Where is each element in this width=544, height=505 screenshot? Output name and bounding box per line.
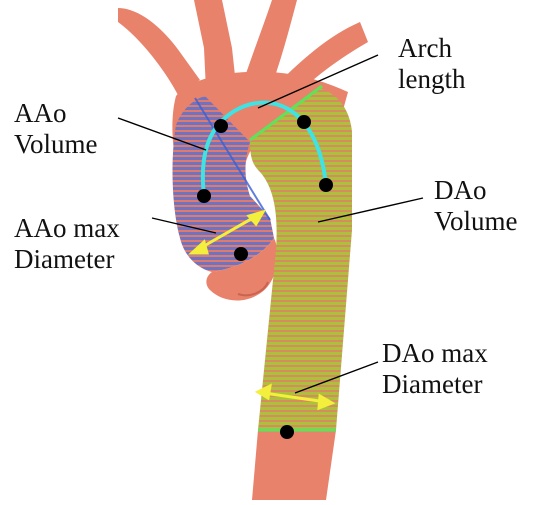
arch-length-label: Arch length <box>398 33 466 95</box>
arch-length-label-line1: Arch <box>398 33 466 64</box>
dao-diameter-label: DAo max Diameter <box>382 338 488 400</box>
dao-volume-label-line2: Volume <box>434 206 518 237</box>
dao-volume-label: DAo Volume <box>434 175 518 237</box>
aao-diameter-label-line2: Diameter <box>14 244 120 275</box>
dao-volume-label-line1: DAo <box>434 175 518 206</box>
aao-volume-label-line2: Volume <box>14 129 98 160</box>
arch-length-label-line2: length <box>398 64 466 95</box>
aao-volume-label: AAo Volume <box>14 98 98 160</box>
aao-diameter-label-line1: AAo max <box>14 213 120 244</box>
dao-diameter-label-line1: DAo max <box>382 338 488 369</box>
aao-diameter-label: AAo max Diameter <box>14 213 120 275</box>
distal-aorta <box>252 430 336 500</box>
dao-diameter-label-line2: Diameter <box>382 369 488 400</box>
aao-volume-label-line1: AAo <box>14 98 98 129</box>
